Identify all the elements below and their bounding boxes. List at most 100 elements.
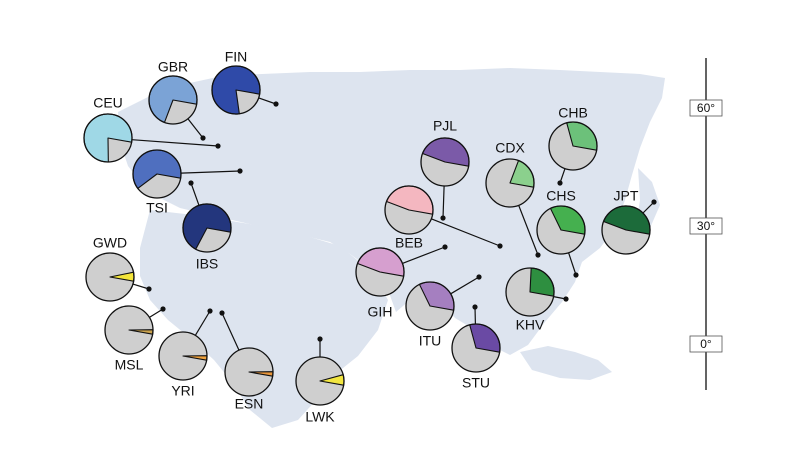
population-label-lwk: LWK xyxy=(305,409,335,425)
pie-chs xyxy=(536,205,586,255)
population-label-beb: BEB xyxy=(395,235,423,251)
population-label-itu: ITU xyxy=(419,333,442,349)
location-dot-khv xyxy=(563,296,569,302)
location-dot-gih xyxy=(442,244,448,250)
latitude-tick-label-60: 60° xyxy=(697,101,715,115)
population-label-jpt: JPT xyxy=(614,188,639,204)
location-dot-gwd xyxy=(146,286,152,292)
pie-msl xyxy=(104,305,154,355)
pie-outline-chb xyxy=(548,121,598,171)
population-label-ceu: CEU xyxy=(93,95,123,111)
location-dot-ceu xyxy=(215,143,221,149)
pie-outline-cdx xyxy=(485,158,535,208)
pie-outline-beb xyxy=(384,185,434,235)
location-dot-jpt xyxy=(651,199,657,205)
connector-line-fin xyxy=(258,97,277,105)
population-label-tsi: TSI xyxy=(146,200,168,216)
pie-charts xyxy=(83,65,651,406)
latitude-tick-box-0 xyxy=(689,335,723,353)
pie-outline-gwd xyxy=(85,252,135,302)
pie-cdx xyxy=(485,158,535,208)
latitude-tick-label-30: 30° xyxy=(697,219,715,233)
population-label-gih: GIH xyxy=(368,304,393,320)
pie-outline-esn xyxy=(224,347,274,397)
population-label-msl: MSL xyxy=(115,357,144,373)
pie-gwd xyxy=(85,252,135,302)
pie-beb xyxy=(384,185,434,235)
connector-line-yri xyxy=(194,310,211,336)
location-dot-esn xyxy=(219,310,225,316)
pie-ibs xyxy=(182,203,232,253)
pie-outline-tsi xyxy=(132,149,182,199)
pie-pjl xyxy=(420,137,470,187)
connector-lines xyxy=(131,97,657,357)
pie-outline-gih xyxy=(355,247,405,297)
population-label-ibs: IBS xyxy=(196,256,219,272)
location-dot-beb xyxy=(497,243,503,249)
location-dot-itu xyxy=(476,274,482,280)
population-label-khv: KHV xyxy=(516,317,545,333)
connector-line-gwd xyxy=(132,283,150,290)
pie-outline-gbr xyxy=(148,75,198,125)
latitude-tick-box-60 xyxy=(689,99,723,117)
pie-lwk xyxy=(295,356,345,406)
population-label-fin: FIN xyxy=(225,49,248,65)
pie-fin xyxy=(211,65,261,115)
population-label-cdx: CDX xyxy=(495,140,525,156)
connector-line-cdx xyxy=(518,205,539,256)
location-dot-cdx xyxy=(535,252,541,258)
connector-line-itu xyxy=(450,276,480,295)
connector-line-msl xyxy=(149,308,164,318)
connector-line-gbr xyxy=(187,118,204,139)
pie-outline-khv xyxy=(505,267,555,317)
population-label-gwd: GWD xyxy=(93,235,127,251)
connector-line-tsi xyxy=(180,170,241,174)
population-label-pjl: PJL xyxy=(433,118,457,134)
pie-chb xyxy=(548,121,598,171)
pie-jpt xyxy=(601,205,651,255)
pie-outline-ceu xyxy=(83,113,133,163)
latitude-tick-label-0: 0° xyxy=(700,337,712,351)
location-dot-tsi xyxy=(237,168,243,174)
latitude-tick-box-30 xyxy=(689,217,723,235)
pie-yri xyxy=(158,331,208,381)
location-dot-stu xyxy=(472,304,478,310)
population-label-stu: STU xyxy=(462,375,490,391)
connector-line-beb xyxy=(431,218,501,247)
location-dot-yri xyxy=(207,308,213,314)
pie-outline-fin xyxy=(211,65,261,115)
location-dot-chb xyxy=(557,180,563,186)
location-dot-ibs xyxy=(188,180,194,186)
pie-outline-ibs xyxy=(182,203,232,253)
pie-outline-jpt xyxy=(601,205,651,255)
latitude-axis: 60° 30° 0° xyxy=(689,58,723,390)
population-label-yri: YRI xyxy=(171,383,194,399)
location-dot-lwk xyxy=(317,336,323,342)
pie-gbr xyxy=(148,75,198,125)
population-label-esn: ESN xyxy=(235,396,264,412)
pie-gih xyxy=(355,247,405,297)
pie-outline-yri xyxy=(158,331,208,381)
population-label-chb: CHB xyxy=(558,105,588,121)
pie-outline-lwk xyxy=(295,356,345,406)
connector-line-gih xyxy=(402,246,446,264)
pie-khv xyxy=(505,267,555,317)
pie-outline-itu xyxy=(405,281,455,331)
location-dot-gbr xyxy=(200,135,206,141)
pie-esn xyxy=(224,347,274,397)
population-label-chs: CHS xyxy=(546,188,576,204)
pie-outline-chs xyxy=(536,205,586,255)
pie-tsi xyxy=(132,149,182,199)
location-dot-pjl xyxy=(440,215,446,221)
connector-line-chs xyxy=(568,252,577,276)
pie-outline-msl xyxy=(104,305,154,355)
pie-itu xyxy=(405,281,455,331)
location-dot-msl xyxy=(160,306,166,312)
islands-landmass xyxy=(520,346,612,380)
location-dot-fin xyxy=(273,101,279,107)
pie-ceu xyxy=(83,113,133,163)
pie-outline-stu xyxy=(451,323,501,373)
pie-outline-pjl xyxy=(420,137,470,187)
